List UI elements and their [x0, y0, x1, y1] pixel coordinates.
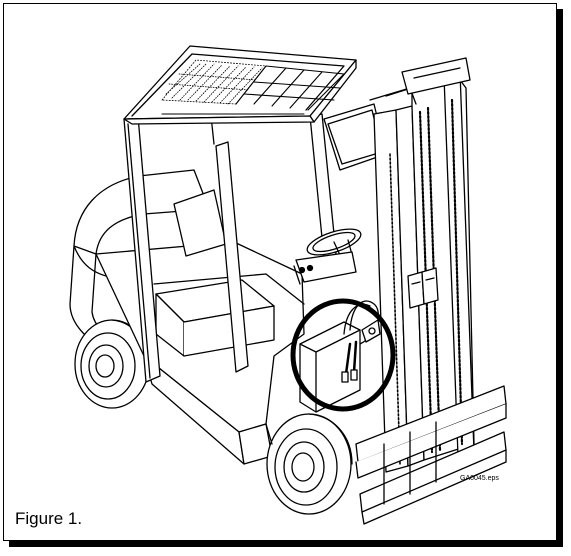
highlight-circle [290, 298, 396, 412]
figure-frame: GA0045.eps Figure 1. [3, 3, 557, 541]
front-wheel [265, 413, 353, 515]
forks [355, 385, 507, 525]
file-label: GA0045.eps [460, 475, 499, 482]
hydraulic-hoses [299, 300, 381, 413]
figure-caption: Figure 1. [15, 509, 83, 528]
forklift-illustration [69, 45, 507, 525]
mast [369, 57, 475, 473]
steering-wheel [293, 228, 362, 285]
roof-grille [161, 59, 345, 115]
seat [155, 189, 275, 357]
